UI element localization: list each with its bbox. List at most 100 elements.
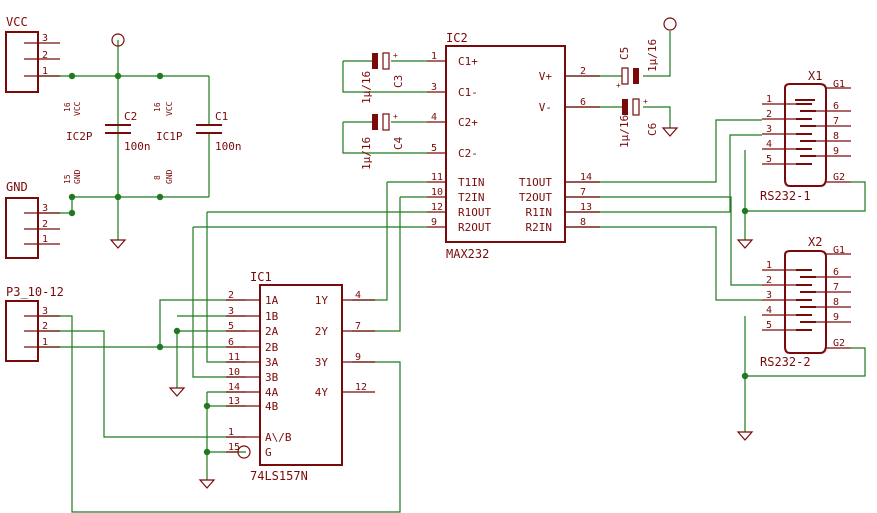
ic1-pin-number: 5 bbox=[228, 321, 234, 332]
p3-pin-1: 1 bbox=[42, 337, 48, 348]
ic1-ref: IC1 bbox=[250, 270, 272, 284]
junctions bbox=[68, 72, 749, 456]
dsub-pin-number: 1 bbox=[766, 260, 772, 271]
ic2p-label: IC2P bbox=[66, 130, 93, 143]
ic1p-label: IC1P bbox=[156, 130, 183, 143]
ic1-pin-number: 2 bbox=[228, 290, 234, 301]
capacitor-c1: C1 100n bbox=[196, 110, 242, 153]
ic2-pin-number: 8 bbox=[580, 217, 586, 228]
capacitor-c3: + C3 1μ/16 bbox=[360, 51, 405, 104]
ic2-pin-number: 10 bbox=[431, 187, 443, 198]
ic1-pin-number: 3 bbox=[228, 306, 234, 317]
ic2-pin-name: C2- bbox=[458, 147, 478, 160]
vcc-connector: VCC 3 2 1 bbox=[5, 15, 60, 93]
ic2p-vcc: VCC bbox=[73, 101, 82, 116]
ground-icon bbox=[109, 239, 127, 249]
vcc-pin-3: 3 bbox=[42, 33, 48, 44]
ic2-pin-number: 13 bbox=[580, 202, 592, 213]
p3-pin-3: 3 bbox=[42, 306, 48, 317]
svg-text:+: + bbox=[616, 81, 621, 90]
gnd-pin-2: 2 bbox=[42, 219, 48, 230]
ic1-pin-name: 1Y bbox=[315, 294, 329, 307]
vplus-supply-icon bbox=[663, 17, 677, 31]
ic-power-pins: 16 VCC 15 GND IC2P 16 VCC 8 GND IC1P bbox=[63, 101, 183, 184]
c2-name: C2 bbox=[124, 110, 137, 123]
ic1-pin-name: 3A bbox=[265, 356, 279, 369]
svg-text:+: + bbox=[393, 112, 398, 121]
ic1-pin-name: 2Y bbox=[315, 325, 329, 338]
ic2p-pin16: 16 bbox=[63, 102, 72, 112]
ic2-pin-name: R2OUT bbox=[458, 221, 491, 234]
gnd-pin-3: 3 bbox=[42, 203, 48, 214]
ic1-pin-name: 2B bbox=[265, 341, 279, 354]
ground-icon bbox=[168, 387, 186, 397]
dsub-pin-number: 5 bbox=[766, 154, 772, 165]
p3-pin-2: 2 bbox=[42, 321, 48, 332]
ic1-pin-number: 1 bbox=[228, 427, 234, 438]
svg-text:+: + bbox=[393, 51, 398, 60]
vcc-pin-1: 1 bbox=[42, 66, 48, 77]
ic1-pin-name: 3Y bbox=[315, 356, 329, 369]
c4-value: 1μ/16 bbox=[360, 137, 373, 170]
ic1-pin-name: 1B bbox=[265, 310, 279, 323]
c4-name: C4 bbox=[392, 136, 405, 150]
capacitor-c4: + C4 1μ/16 bbox=[360, 112, 405, 170]
ic2-pin-name: T1IN bbox=[458, 176, 485, 189]
ic2-pin-name: T1OUT bbox=[519, 176, 552, 189]
dsub-pin-number: 2 bbox=[766, 109, 772, 120]
x2-ref: X2 bbox=[808, 235, 822, 249]
dsub-pin-number: 2 bbox=[766, 275, 772, 286]
vcc-connector-label: VCC bbox=[6, 15, 28, 29]
ic2-pin-number: 12 bbox=[431, 202, 443, 213]
ic1-pin-name: 4A bbox=[265, 386, 279, 399]
ic2-pin-number: 3 bbox=[431, 82, 437, 93]
ic2-pin-number: 2 bbox=[580, 66, 586, 77]
c5-name: C5 bbox=[618, 47, 631, 60]
ic1-pin-number: 9 bbox=[355, 352, 361, 363]
ic1-pin-number: 4 bbox=[355, 290, 361, 301]
dsub-pin-number: 1 bbox=[766, 94, 772, 105]
ic1-pin-number: 14 bbox=[228, 382, 240, 393]
dsub-pin-number: 3 bbox=[766, 290, 772, 301]
capacitor-c5: + C5 1μ/16 bbox=[616, 39, 659, 90]
ic2-pin-number: 1 bbox=[431, 51, 437, 62]
ic1p-pin16: 16 bbox=[153, 102, 162, 112]
ic1p-gnd: GND bbox=[165, 169, 174, 184]
wires bbox=[38, 31, 866, 513]
x2-g1: G1 bbox=[833, 245, 845, 256]
ic1-pin-number: 6 bbox=[228, 337, 234, 348]
ic1-pin-name: 2A bbox=[265, 325, 279, 338]
ic2-part: MAX232 bbox=[446, 247, 489, 261]
ic1-part: 74LS157N bbox=[250, 469, 308, 483]
c6-value: 1μ/16 bbox=[618, 115, 631, 148]
c1-value: 100n bbox=[215, 140, 242, 153]
ground-icon bbox=[198, 479, 216, 489]
p3-connector-label: P3_10-12 bbox=[6, 285, 64, 299]
ic1-pin-number: 13 bbox=[228, 396, 240, 407]
ic2-pin-number: 7 bbox=[580, 187, 586, 198]
ic1-pin-number: 15 bbox=[228, 442, 240, 453]
ic1p-vcc: VCC bbox=[165, 101, 174, 116]
x2-part: RS232-2 bbox=[760, 355, 811, 369]
p3-connector: P3_10-12 3 2 1 bbox=[5, 285, 64, 362]
ground-icon bbox=[661, 127, 679, 137]
c3-name: C3 bbox=[392, 75, 405, 88]
c6-name: C6 bbox=[646, 123, 659, 136]
ic2-pin-name: T2OUT bbox=[519, 191, 552, 204]
ic1-pin-number: 10 bbox=[228, 367, 240, 378]
ic1-pin-number: 12 bbox=[355, 382, 367, 393]
ic1-pin-name: A\/B bbox=[265, 431, 292, 444]
svg-text:+: + bbox=[643, 97, 648, 106]
vcc-supply-icon bbox=[111, 33, 125, 47]
ic2-pin-name: C1+ bbox=[458, 55, 478, 68]
dsub-pin-number: 8 bbox=[833, 297, 839, 308]
ic2-pin-number: 9 bbox=[431, 217, 437, 228]
ic1-pin-name: G bbox=[265, 446, 272, 459]
ic2-pin-name: R2IN bbox=[526, 221, 553, 234]
ic2-pin-number: 11 bbox=[431, 172, 443, 183]
dsub-pin-number: 7 bbox=[833, 282, 839, 293]
c2-value: 100n bbox=[124, 140, 151, 153]
